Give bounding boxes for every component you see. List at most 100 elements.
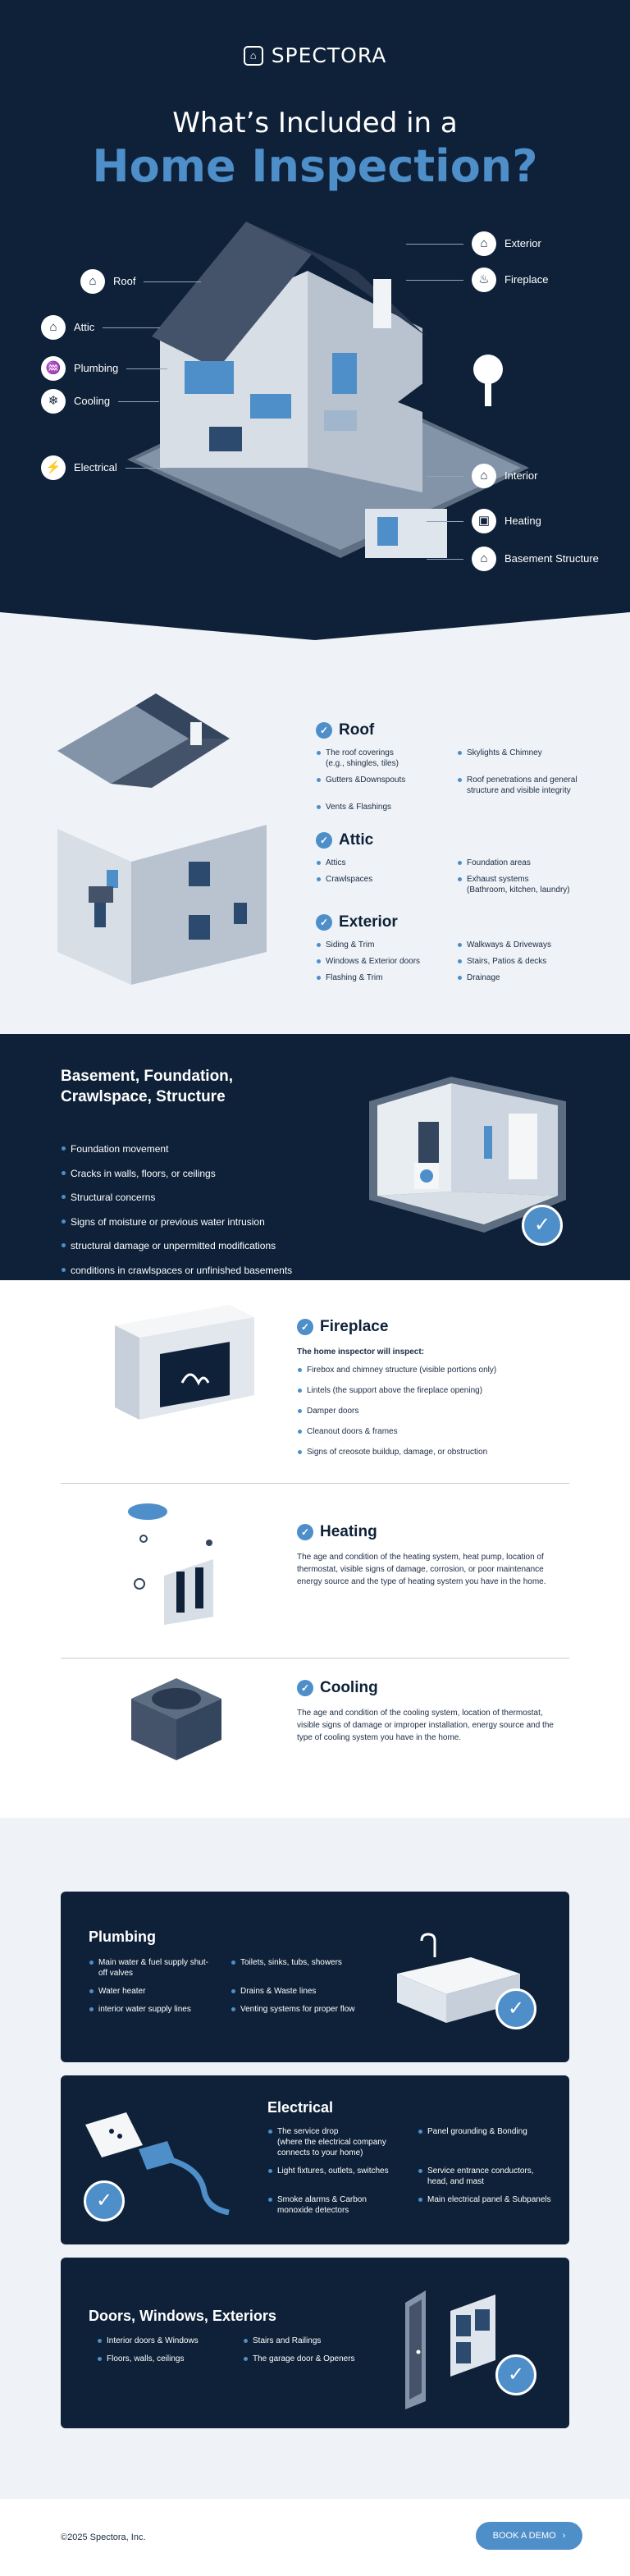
callout-label: Attic <box>74 320 95 333</box>
callout-label: Basement Structure <box>504 551 599 565</box>
fireplace-title: Fireplace <box>320 1318 389 1335</box>
list-item: structural damage or unpermitted modific… <box>61 1240 292 1253</box>
callout-heating[interactable]: ▣ Heating <box>427 509 541 533</box>
list-item: Water heater <box>89 1986 216 1997</box>
list-item: Drains & Waste lines <box>231 1986 370 1997</box>
list-item: Crawlspaces <box>316 874 447 895</box>
check-icon: ✓ <box>316 832 332 849</box>
heating-title: Heating <box>320 1523 377 1540</box>
basement-icon: ⌂ <box>472 547 496 571</box>
attic-icon: ⌂ <box>41 315 66 340</box>
list-item: Light fixtures, outlets, switches <box>267 2166 403 2187</box>
check-icon: ✓ <box>316 722 332 739</box>
list-item: Signs of moisture or previous water intr… <box>61 1216 292 1229</box>
plumbing-electrical-doors-section: Plumbing Main water & fuel supply shut-o… <box>0 1818 630 2499</box>
list-item: Signs of creosote buildup, damage, or ob… <box>297 1447 568 1457</box>
brand-logo[interactable]: ⌂ SPECTORA <box>0 43 630 70</box>
list-item: Structural concerns <box>61 1192 292 1205</box>
callout-line <box>118 400 160 402</box>
list-item: Stairs and Railings <box>243 2336 382 2346</box>
callout-label: Plumbing <box>74 361 119 374</box>
callout-attic[interactable]: ⌂ Attic <box>41 315 161 340</box>
check-icon: ✓ <box>297 1319 313 1336</box>
brand-name: SPECTORA <box>271 43 387 67</box>
list-item: Foundation areas <box>457 858 588 868</box>
roof-title: Roof <box>339 721 375 739</box>
cooling-text: The age and condition of the cooling sys… <box>297 1708 554 1742</box>
basement-illustration <box>369 1077 566 1233</box>
check-icon: ✓ <box>297 1524 313 1541</box>
electrical-check-icon: ✓ <box>84 2180 125 2221</box>
electrical-list: The service drop (where the electrical c… <box>267 2126 553 2216</box>
fireplace-list: Firebox and chimney structure (visible p… <box>297 1365 568 1457</box>
list-item: Service entrance conductors, head, and m… <box>418 2166 553 2187</box>
list-item: Stairs, Patios & decks <box>457 956 588 967</box>
roof-block: ✓Roof The roof coverings (e.g., shingles… <box>316 721 595 812</box>
callout-exterior[interactable]: ⌂ Exterior <box>406 231 541 256</box>
hero-title-line1: What’s Included in a <box>172 107 458 140</box>
callout-line <box>126 368 168 369</box>
list-item: Damper doors <box>297 1406 568 1416</box>
outlet-plug-illustration <box>85 2112 230 2215</box>
callout-interior[interactable]: ⌂ Interior <box>427 464 537 488</box>
plumbing-check-icon: ✓ <box>495 1988 536 2029</box>
callout-cooling[interactable]: ❄ Cooling <box>41 389 160 414</box>
attic-title: Attic <box>339 831 374 849</box>
list-item: Smoke alarms & Carbon monoxide detectors <box>267 2194 403 2216</box>
callout-label: Heating <box>504 514 541 527</box>
callout-line <box>125 467 167 469</box>
callout-line <box>406 279 463 281</box>
door-window-illustration <box>405 2290 495 2409</box>
list-item: Vents & Flashings <box>316 802 447 812</box>
list-item: Siding & Trim <box>316 940 447 950</box>
roof-heading: ✓ Roof <box>316 721 595 741</box>
ac-unit-illustration <box>131 1678 221 1760</box>
list-item: Lintels (the support above the fireplace… <box>297 1385 568 1396</box>
callout-basement[interactable]: ⌂ Basement Structure <box>427 547 599 571</box>
chevron-right-icon: › <box>562 2531 566 2541</box>
list-item: Interior doors & Windows <box>97 2336 228 2346</box>
list-item: Drainage <box>457 972 588 983</box>
book-demo-button[interactable]: BOOK A DEMO› <box>476 2522 582 2550</box>
callout-fireplace[interactable]: ♨ Fireplace <box>406 268 548 292</box>
fireplace-block: ✓Fireplace The home inspector will inspe… <box>297 1317 568 1467</box>
divider <box>61 1483 569 1484</box>
electrical-card: Electrical The service drop (where the e… <box>61 2075 569 2244</box>
list-item: Skylights & Chimney <box>457 748 588 769</box>
list-item: Cracks in walls, floors, or ceilings <box>61 1168 292 1181</box>
list-item: Main electrical panel & Subpanels <box>418 2194 553 2216</box>
basement-check-icon: ✓ <box>522 1205 563 1246</box>
footer: ©2025 Spectora, Inc. BOOK A DEMO› <box>0 2499 630 2576</box>
basement-section: Basement, Foundation, Crawlspace, Struct… <box>0 1034 630 1280</box>
callout-line <box>427 520 463 522</box>
copyright: ©2025 Spectora, Inc. <box>61 2533 146 2542</box>
doors-card: Doors, Windows, Exteriors Interior doors… <box>61 2258 569 2428</box>
callout-plumbing[interactable]: ♒ Plumbing <box>41 356 168 381</box>
list-item: Cleanout doors & frames <box>297 1426 568 1437</box>
list-item: Main water & fuel supply shut-off valves <box>89 1957 216 1979</box>
heating-text: The age and condition of the heating sys… <box>297 1552 546 1586</box>
plumbing-title: Plumbing <box>89 1929 156 1945</box>
roof-attic-exterior-section: ✓Roof The roof coverings (e.g., shingles… <box>0 640 630 1034</box>
list-item: Exhaust systems (Bathroom, kitchen, laun… <box>457 874 588 895</box>
attic-heading: ✓ Attic <box>316 830 595 851</box>
callout-electrical[interactable]: ⚡ Electrical <box>41 455 167 480</box>
list-item: Venting systems for proper flow <box>231 2004 370 2015</box>
list-item: Roof penetrations and general structure … <box>457 775 588 796</box>
list-item: Windows & Exterior doors <box>316 956 447 967</box>
heating-block: ✓ Heating The age and condition of the he… <box>297 1522 568 1588</box>
callout-line <box>406 243 463 245</box>
callout-roof[interactable]: ⌂ Roof <box>80 269 202 294</box>
list-item: interior water supply lines <box>89 2004 216 2015</box>
list-item: The service drop (where the electrical c… <box>267 2126 403 2158</box>
callout-label: Cooling <box>74 394 111 407</box>
electrical-title: Electrical <box>267 2099 334 2116</box>
list-item: Gutters &Downspouts <box>316 775 447 796</box>
callout-label: Interior <box>504 469 538 482</box>
doors-list: Interior doors & Windows Stairs and Raili… <box>97 2336 382 2364</box>
list-item: Foundation movement <box>61 1143 292 1156</box>
